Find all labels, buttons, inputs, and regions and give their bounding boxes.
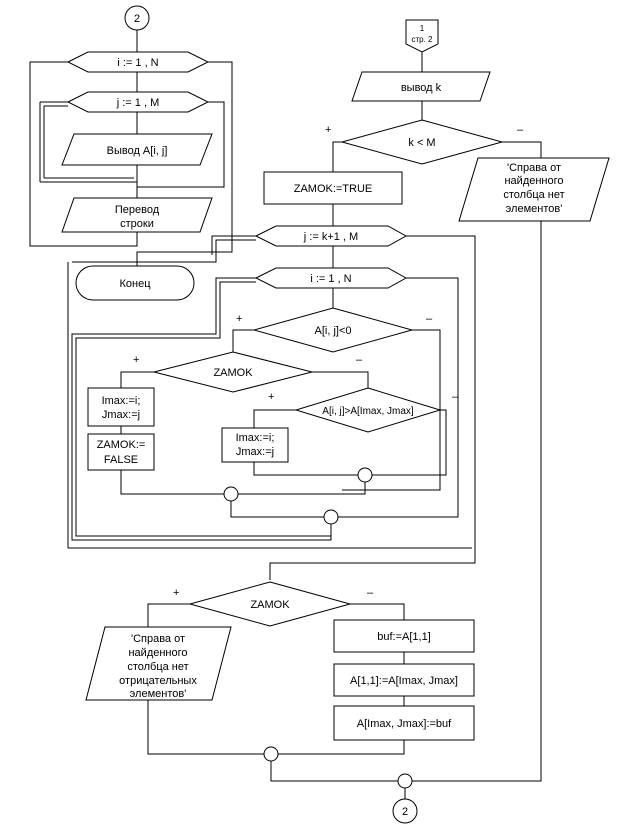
swap-box-3 [333, 705, 475, 741]
output-element-label: Вывод A[i, j] [107, 145, 168, 157]
connector-bottom-label: 2 [402, 806, 408, 818]
junction-zamok [223, 486, 239, 502]
no-elements-1: 'Справа от [507, 162, 561, 174]
right-flow: 1 стр. 2 вывод k k < M + – 'Справа от на… [67, 19, 610, 824]
junction-final [397, 773, 413, 789]
no-negative-1: 'Справа от [131, 633, 185, 645]
no-elements-parallelogram [458, 157, 610, 222]
output-element-parallelogram [61, 133, 213, 166]
end-terminator [75, 265, 195, 301]
no-negative-5: элементов' [130, 688, 187, 700]
decision-greater-label: A[i, j]>A[Imax, Jmax] [322, 406, 414, 417]
zamok-false-label-1: ZAMOK:= [97, 439, 146, 451]
output-k-parallelogram [351, 71, 491, 102]
sign-plus-neg: + [236, 313, 242, 325]
decision-negative-label: A[i, j]<0 [315, 325, 352, 337]
swap-1-label: buf:=A[1,1] [377, 631, 431, 643]
swap-3-label: A[Imax, Jmax]:=buf [357, 718, 452, 730]
imax-box-1 [87, 387, 155, 427]
assign-true-box [263, 171, 403, 205]
decision-greater [294, 387, 442, 433]
sign-minus-greater: – [452, 391, 459, 403]
swap-2-label: A[1,1]:=A[Imax, Jmax] [350, 675, 458, 687]
zamok-false-box [87, 433, 155, 471]
decision-zamok-2-label: ZAMOK [250, 599, 290, 611]
imax-box-2 [221, 427, 289, 463]
loop-i-label: i := 1 , N [117, 57, 158, 69]
sign-minus-k: – [517, 124, 524, 136]
connector-bottom [392, 798, 418, 824]
sign-plus-zamok-2: + [173, 587, 179, 599]
sign-plus-zamok: + [133, 354, 139, 366]
jmax-2-label: Jmax:=j [236, 446, 274, 458]
decision-zamok-label: ZAMOK [213, 367, 253, 379]
no-elements-2: найденного [504, 175, 563, 187]
page-connector [405, 19, 439, 53]
imax-2-label: Imax:=i; [236, 432, 275, 444]
junction-zamok-2 [263, 746, 279, 762]
zamok-false-label-2: FALSE [104, 454, 138, 466]
decision-zamok [153, 351, 313, 393]
no-negative-3: столбца нет [127, 661, 188, 673]
page-connector-num: 1 [420, 24, 425, 33]
assign-true-label: ZAMOK:=TRUE [294, 183, 373, 195]
swap-box-1 [333, 619, 475, 653]
no-elements-4: элементов' [506, 203, 563, 215]
decision-k-lt-m-label: k < M [408, 137, 435, 149]
imax-1-label: Imax:=i; [102, 395, 141, 407]
sign-minus-zamok-2: – [367, 587, 374, 599]
newline-label-2: строки [120, 218, 154, 230]
page-connector-page: стр. 2 [411, 35, 433, 44]
output-k-label: вывод k [401, 82, 442, 94]
sign-minus-neg: – [426, 313, 433, 325]
junction-negative [323, 509, 339, 525]
sign-plus-greater: + [268, 391, 274, 403]
no-negative-2: найденного [128, 647, 187, 659]
decision-k-lt-m [340, 119, 504, 165]
loop-j-right-label: j := k+1 , M [303, 231, 358, 243]
newline-label-1: Перевод [115, 204, 160, 216]
end-label: Конец [119, 278, 151, 290]
left-flow: 2 i := 1 , N j := 1 , M Вывод A[i, j] Пе… [29, 5, 233, 301]
sign-minus-zamok: – [356, 354, 363, 366]
sign-plus-k: + [325, 124, 331, 136]
connector-top-left-label: 2 [134, 13, 140, 25]
no-elements-3: столбца нет [503, 189, 564, 201]
decision-negative [252, 307, 414, 353]
no-negative-parallelogram [85, 626, 232, 701]
loop-i-right-label: i := 1 , N [310, 273, 351, 285]
jmax-1-label: Jmax:=j [102, 409, 140, 421]
no-negative-4: отрицательных [119, 675, 197, 687]
swap-box-2 [333, 663, 475, 697]
junction-greater [357, 467, 373, 483]
newline-parallelogram [61, 197, 213, 233]
loop-j-label: j := 1 , M [116, 97, 160, 109]
decision-zamok-2 [188, 581, 352, 627]
